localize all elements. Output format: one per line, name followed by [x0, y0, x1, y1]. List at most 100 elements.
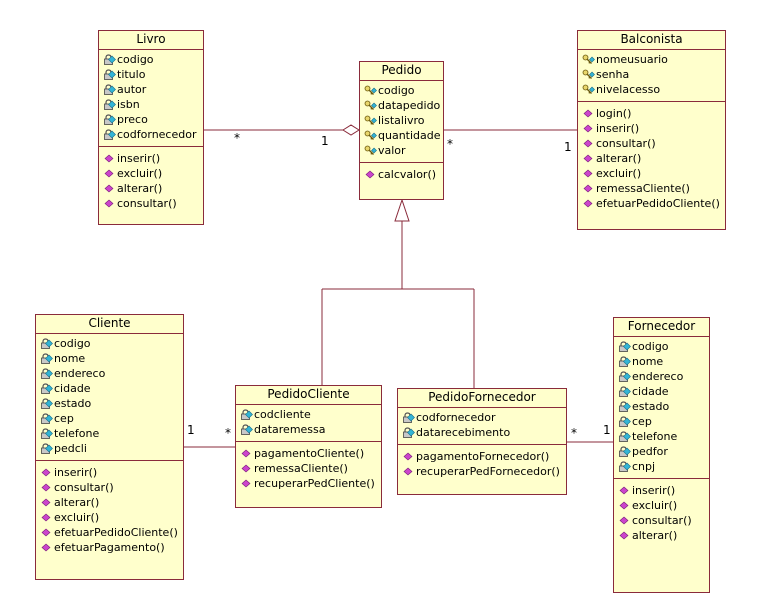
class-name: PedidoFornecedor: [398, 389, 566, 408]
operation-label: pagamentoCliente(): [254, 447, 365, 460]
operation-icon: [582, 198, 596, 209]
operation-label: login(): [596, 107, 632, 120]
multiplicity-label: 1: [187, 423, 195, 437]
operation-row: login(): [582, 106, 725, 121]
operation-label: excluir(): [596, 167, 642, 180]
operation-label: calcvalor(): [378, 168, 437, 181]
multiplicity-label: *: [225, 426, 231, 440]
attribute-row: pedfor: [618, 444, 709, 459]
lock-attribute-icon: [103, 84, 117, 95]
generalization-arrow: [394, 198, 410, 222]
attribute-label: codigo: [378, 84, 415, 97]
operation-label: inserir(): [117, 152, 161, 165]
operation-compartment: inserir()excluir()consultar()alterar(): [614, 479, 709, 545]
operation-row: excluir(): [618, 498, 709, 513]
operation-icon: [618, 515, 632, 526]
operation-icon: [582, 168, 596, 179]
operation-icon: [240, 463, 254, 474]
operation-icon: [582, 138, 596, 149]
operation-row: alterar(): [103, 181, 203, 196]
class-name: Pedido: [360, 62, 443, 81]
operation-label: remessaCliente(): [254, 462, 348, 475]
operation-label: alterar(): [54, 496, 100, 509]
multiplicity-label: 1: [603, 423, 611, 437]
key-attribute-icon: [582, 69, 596, 80]
attribute-row: quantidade: [364, 128, 443, 143]
operation-label: efetuarPedidoCliente(): [54, 526, 178, 539]
multiplicity-label: *: [234, 131, 240, 145]
attribute-label: codcliente: [254, 408, 311, 421]
attribute-label: cidade: [54, 382, 91, 395]
operation-compartment: pagamentoCliente() remessaCliente()recupe…: [236, 442, 381, 493]
operation-row: consultar(): [618, 513, 709, 528]
lock-attribute-icon: [240, 424, 254, 435]
operation-label: consultar(): [54, 481, 114, 494]
attribute-label: cnpj: [632, 460, 656, 473]
attribute-label: cep: [632, 415, 652, 428]
operation-icon: [103, 153, 117, 164]
attribute-row: nomeusuario: [582, 52, 725, 67]
lock-attribute-icon: [40, 353, 54, 364]
class-name: Balconista: [578, 31, 725, 50]
lock-attribute-icon: [103, 99, 117, 110]
operation-label: remessaCliente(): [596, 182, 690, 195]
attribute-label: telefone: [54, 427, 100, 440]
attribute-row: cnpj: [618, 459, 709, 474]
operation-row: remessaCliente(): [582, 181, 725, 196]
operation-row: consultar(): [40, 480, 183, 495]
lock-attribute-icon: [103, 114, 117, 125]
attribute-row: endereco: [40, 366, 183, 381]
operation-row: alterar(): [40, 495, 183, 510]
attribute-row: listalivro: [364, 113, 443, 128]
attribute-row: datapedido: [364, 98, 443, 113]
attribute-label: endereco: [632, 370, 684, 383]
attribute-label: isbn: [117, 98, 140, 111]
operation-label: consultar(): [117, 197, 177, 210]
operation-label: excluir(): [117, 167, 163, 180]
operation-icon: [402, 466, 416, 477]
attribute-label: nomeusuario: [596, 53, 668, 66]
lock-attribute-icon: [402, 427, 416, 438]
attribute-label: codfornecedor: [117, 128, 197, 141]
operation-row: recuperarPedCliente(): [240, 476, 381, 491]
attribute-label: cep: [54, 412, 74, 425]
lock-attribute-icon: [240, 409, 254, 420]
attribute-label: pedfor: [632, 445, 668, 458]
lock-attribute-icon: [40, 338, 54, 349]
operation-row: efetuarPedidoCliente(): [40, 525, 183, 540]
attribute-row: cidade: [40, 381, 183, 396]
attribute-row: nome: [618, 354, 709, 369]
lock-attribute-icon: [618, 341, 632, 352]
multiplicity-label: 1: [564, 140, 572, 154]
attribute-row: telefone: [40, 426, 183, 441]
class-name: Livro: [99, 31, 203, 50]
attribute-label: codigo: [632, 340, 669, 353]
lock-attribute-icon: [40, 413, 54, 424]
operation-row: consultar(): [582, 136, 725, 151]
attribute-label: preco: [117, 113, 148, 126]
attribute-label: pedcli: [54, 442, 87, 455]
operation-label: consultar(): [596, 137, 656, 150]
attribute-row: endereco: [618, 369, 709, 384]
lock-attribute-icon: [618, 461, 632, 472]
operation-row: inserir(): [618, 483, 709, 498]
operation-compartment: calcvalor(): [360, 163, 443, 184]
attribute-label: codigo: [117, 53, 154, 66]
lock-attribute-icon: [40, 368, 54, 379]
multiplicity-label: *: [447, 137, 453, 151]
operation-row: alterar(): [582, 151, 725, 166]
operation-row: consultar(): [103, 196, 203, 211]
lock-attribute-icon: [618, 446, 632, 457]
operation-icon: [364, 169, 378, 180]
attribute-label: quantidade: [378, 129, 441, 142]
